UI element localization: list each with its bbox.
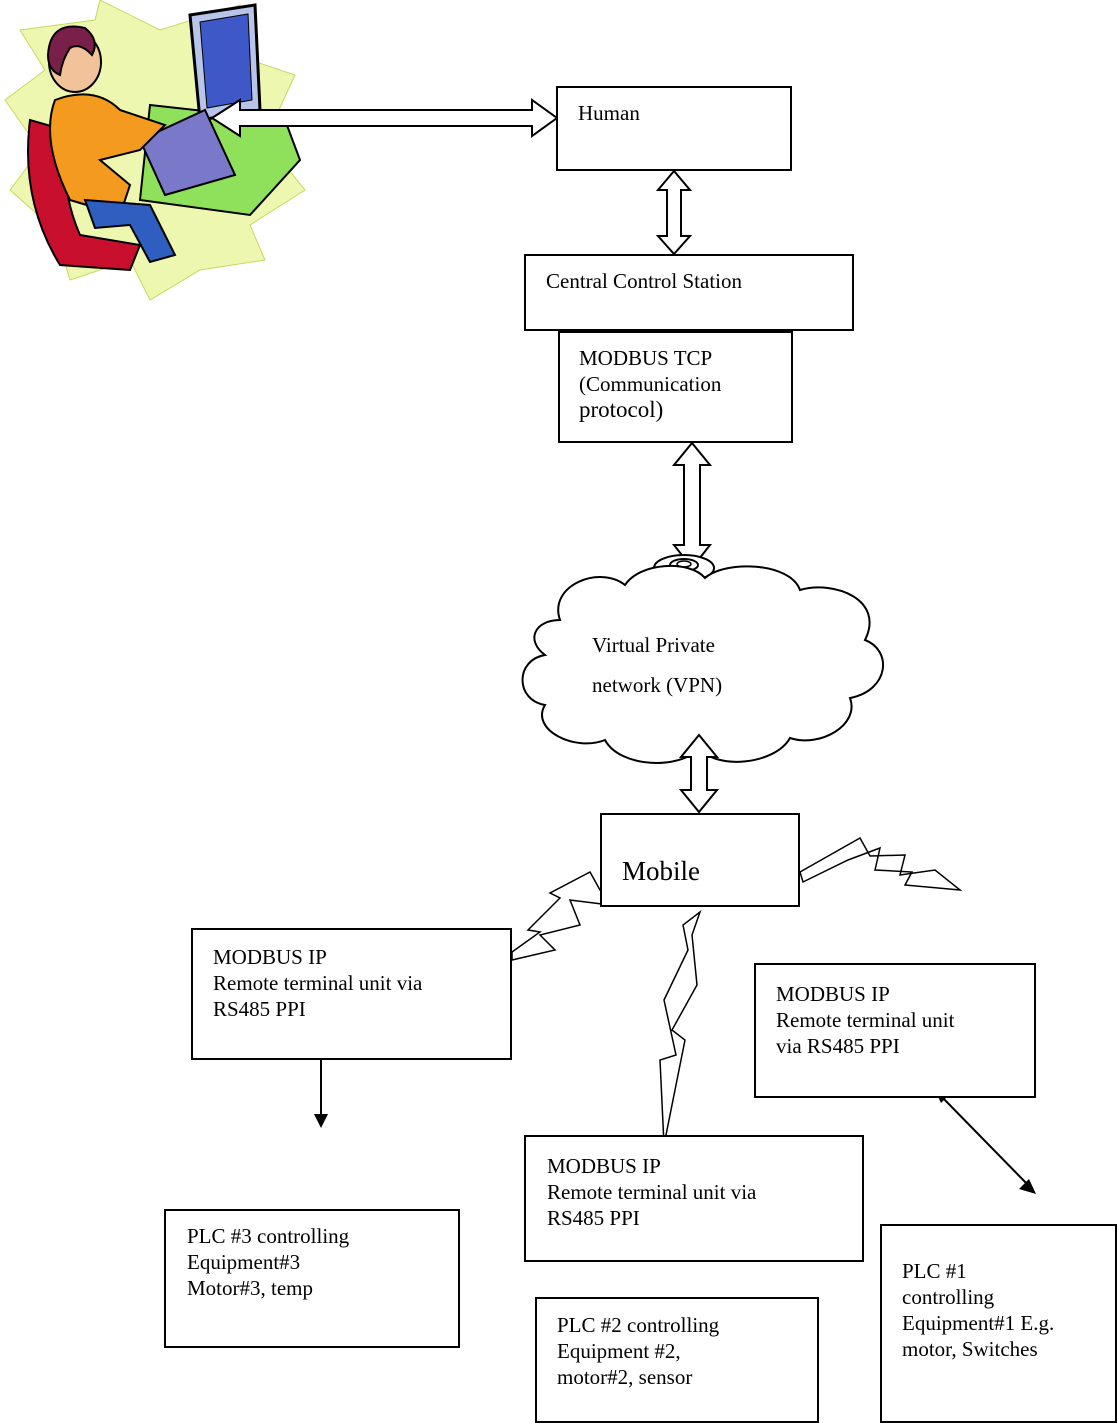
vpn-label-line-1: Virtual Private — [592, 633, 715, 657]
plc3-line-2: Equipment#3 — [187, 1250, 301, 1274]
rtu-middle-line-1: MODBUS IP — [547, 1154, 661, 1178]
rtu-right-label: MODBUS IP Remote terminal unit via RS485… — [776, 981, 954, 1059]
plc3-line-3: Motor#3, temp — [187, 1276, 313, 1300]
central-control-station-box — [524, 254, 854, 331]
rtu-middle-label: MODBUS IP Remote terminal unit via RS485… — [547, 1153, 756, 1231]
rtu-right-line-3: via RS485 PPI — [776, 1034, 900, 1058]
plc1-label: PLC #1 controlling Equipment#1 E.g. moto… — [902, 1258, 1054, 1362]
plc1-line-4: motor, Switches — [902, 1337, 1038, 1361]
wireless-link-left — [511, 870, 612, 961]
protocol-line-3: protocol) — [579, 397, 664, 422]
rtu-right-line-1: MODBUS IP — [776, 982, 890, 1006]
plc2-line-1: PLC #2 controlling — [557, 1313, 720, 1337]
plc2-box — [535, 1297, 819, 1423]
rtu-middle-box — [524, 1135, 864, 1262]
plc1-line-3: Equipment#1 E.g. — [902, 1311, 1055, 1335]
mobile-label: Mobile — [622, 856, 700, 886]
plc3-box — [164, 1209, 460, 1348]
rtu-left-line-1: MODBUS IP — [213, 945, 327, 969]
central-control-station-label: Central Control Station — [546, 269, 742, 293]
plc2-label: PLC #2 controlling Equipment #2, motor#2… — [557, 1312, 719, 1390]
mobile-box — [600, 813, 800, 907]
plc2-line-2: Equipment #2, — [557, 1339, 681, 1363]
plc3-label: PLC #3 controlling Equipment#3 Motor#3, … — [187, 1223, 349, 1301]
rtu-left-line-2: Remote terminal unit via — [213, 971, 423, 995]
arrow-protocol-to-vpn — [671, 441, 713, 570]
rtu-middle-line-2: Remote terminal unit via — [547, 1180, 757, 1204]
protocol-box — [558, 331, 793, 443]
arrow-vpn-to-mobile — [678, 733, 720, 814]
vpn-cloud — [521, 564, 884, 764]
protocol-label: MODBUS TCP (Communication protocol) — [579, 345, 721, 423]
rtu-middle-line-3: RS485 PPI — [547, 1206, 640, 1230]
link-rtu-right-to-plc1 — [939, 1094, 1031, 1188]
wireless-link-right — [799, 836, 963, 891]
protocol-line-2: (Communication — [579, 372, 722, 396]
plc1-line-2: controlling — [902, 1285, 995, 1309]
rtu-left-label: MODBUS IP Remote terminal unit via RS485… — [213, 944, 422, 1022]
rtu-right-box — [754, 963, 1036, 1098]
rtu-left-box — [191, 928, 512, 1060]
rtu-right-line-2: Remote terminal unit — [776, 1008, 955, 1032]
plc2-line-3: motor#2, sensor — [557, 1365, 693, 1389]
rtu-left-line-3: RS485 PPI — [213, 997, 306, 1021]
arrow-human-to-central — [655, 169, 693, 256]
plc1-box — [880, 1224, 1117, 1423]
plc3-line-1: PLC #3 controlling — [187, 1224, 350, 1248]
human-label: Human — [578, 101, 640, 125]
wireless-link-middle — [659, 909, 702, 1146]
vpn-label-line-2: network (VPN) — [592, 673, 723, 697]
human-box — [556, 86, 792, 171]
plc1-line-1: PLC #1 — [902, 1259, 967, 1283]
person-at-computer-clipart — [4, 0, 306, 301]
protocol-line-1: MODBUS TCP — [579, 346, 713, 370]
